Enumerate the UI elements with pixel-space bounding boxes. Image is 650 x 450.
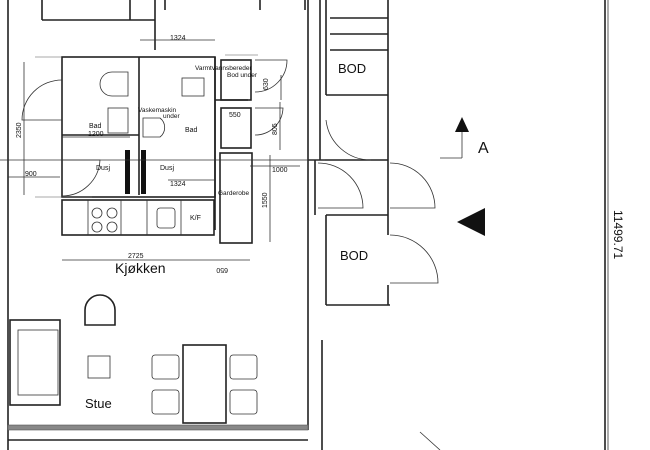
- kitchen-sink: [156, 207, 176, 229]
- side-table: [87, 355, 111, 379]
- doors: [21, 59, 439, 284]
- dim-door-offset: 900: [25, 171, 37, 178]
- heater-sink: [181, 77, 205, 97]
- dim-bath-width: 1200: [88, 131, 104, 138]
- lamp: [84, 294, 116, 326]
- sofa: [9, 319, 61, 406]
- dim-shower-width: 1324: [170, 181, 186, 188]
- room-dusj-left: Dusj: [96, 165, 110, 172]
- sink-left: [107, 107, 129, 134]
- dim-total-length: 11499.71: [611, 210, 625, 259]
- north-arrow-icon: [457, 208, 485, 236]
- room-bad-right: Bad: [185, 127, 198, 134]
- label-wardrobe: Garderobe: [218, 190, 249, 197]
- dim-top-width: 1324: [170, 35, 186, 42]
- room-kitchen: Kjøkken: [115, 260, 166, 276]
- label-washer: Vaskemaskin: [138, 107, 177, 114]
- walls: [7, 0, 606, 450]
- room-dusj-right: Dusj: [160, 165, 174, 172]
- toilet-left: [99, 71, 129, 97]
- label-storage-under: Bod under: [227, 72, 258, 79]
- section-arrow-icon: [455, 117, 469, 132]
- room-bod-top: BOD: [338, 61, 366, 76]
- dim-heater-depth: 630: [263, 78, 270, 90]
- dining-table: [182, 344, 227, 424]
- section-label: A: [478, 140, 489, 157]
- label-fridge: K/F: [190, 215, 201, 222]
- room-bod-bottom: BOD: [340, 248, 368, 263]
- room-living: Stue: [85, 396, 112, 411]
- dim-closet-width: 550: [229, 112, 241, 119]
- dim-kitchen-extra: 650: [216, 266, 228, 273]
- room-bad-left: Bad: [89, 123, 102, 130]
- dim-hall-width: 1000: [272, 167, 288, 174]
- dim-closet-depth: 805: [272, 123, 279, 135]
- dim-kitchen-length: 2725: [128, 253, 144, 260]
- dim-bath-height: 2350: [16, 122, 23, 138]
- fixtures: [9, 71, 258, 424]
- dimension-lines: [0, 0, 609, 450]
- toilet-right: [142, 117, 166, 138]
- label-water-heater: Varmtvannsbereder: [195, 65, 252, 72]
- label-washer-under: under: [163, 113, 180, 120]
- dim-wardrobe-length: 1550: [262, 192, 269, 208]
